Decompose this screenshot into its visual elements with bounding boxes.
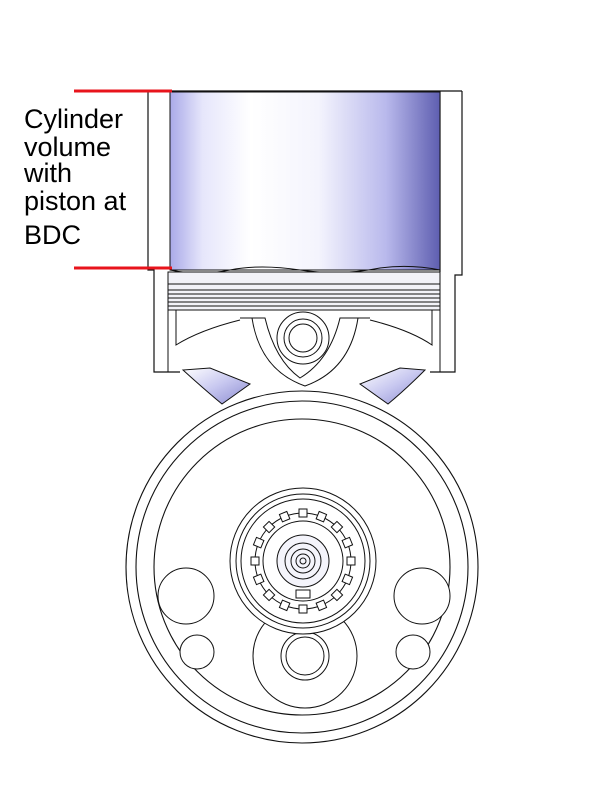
gear-tooth — [250, 556, 260, 566]
gear-tooth — [278, 510, 291, 523]
gear-tooth — [315, 599, 328, 612]
cylinder-volume — [169, 91, 441, 271]
label-line-3: with — [24, 158, 73, 188]
gear-tooth — [346, 556, 356, 566]
gear-tooth — [298, 604, 308, 614]
piston — [167, 265, 441, 372]
gear-tooth — [298, 508, 308, 518]
gear-tooth — [330, 588, 344, 602]
label-line-5: BDC — [24, 220, 82, 250]
gear-tooth — [330, 520, 344, 534]
label-line-4: piston at — [24, 186, 127, 216]
gear-tooth — [252, 536, 265, 549]
gear-tooth — [252, 573, 265, 586]
label-line-1: Cylinder — [24, 104, 124, 134]
gear-tooth — [341, 536, 354, 549]
connecting-rod — [240, 311, 370, 387]
crank-counterweights — [181, 367, 427, 405]
gear-tooth — [262, 588, 276, 602]
gear-tooth — [262, 520, 276, 534]
flywheel-holes — [157, 567, 451, 670]
gear-tooth — [341, 573, 354, 586]
gear-tooth — [315, 510, 328, 523]
gear-teeth — [250, 508, 356, 614]
label-line-2: volume — [24, 132, 112, 162]
gear-tooth — [278, 599, 291, 612]
